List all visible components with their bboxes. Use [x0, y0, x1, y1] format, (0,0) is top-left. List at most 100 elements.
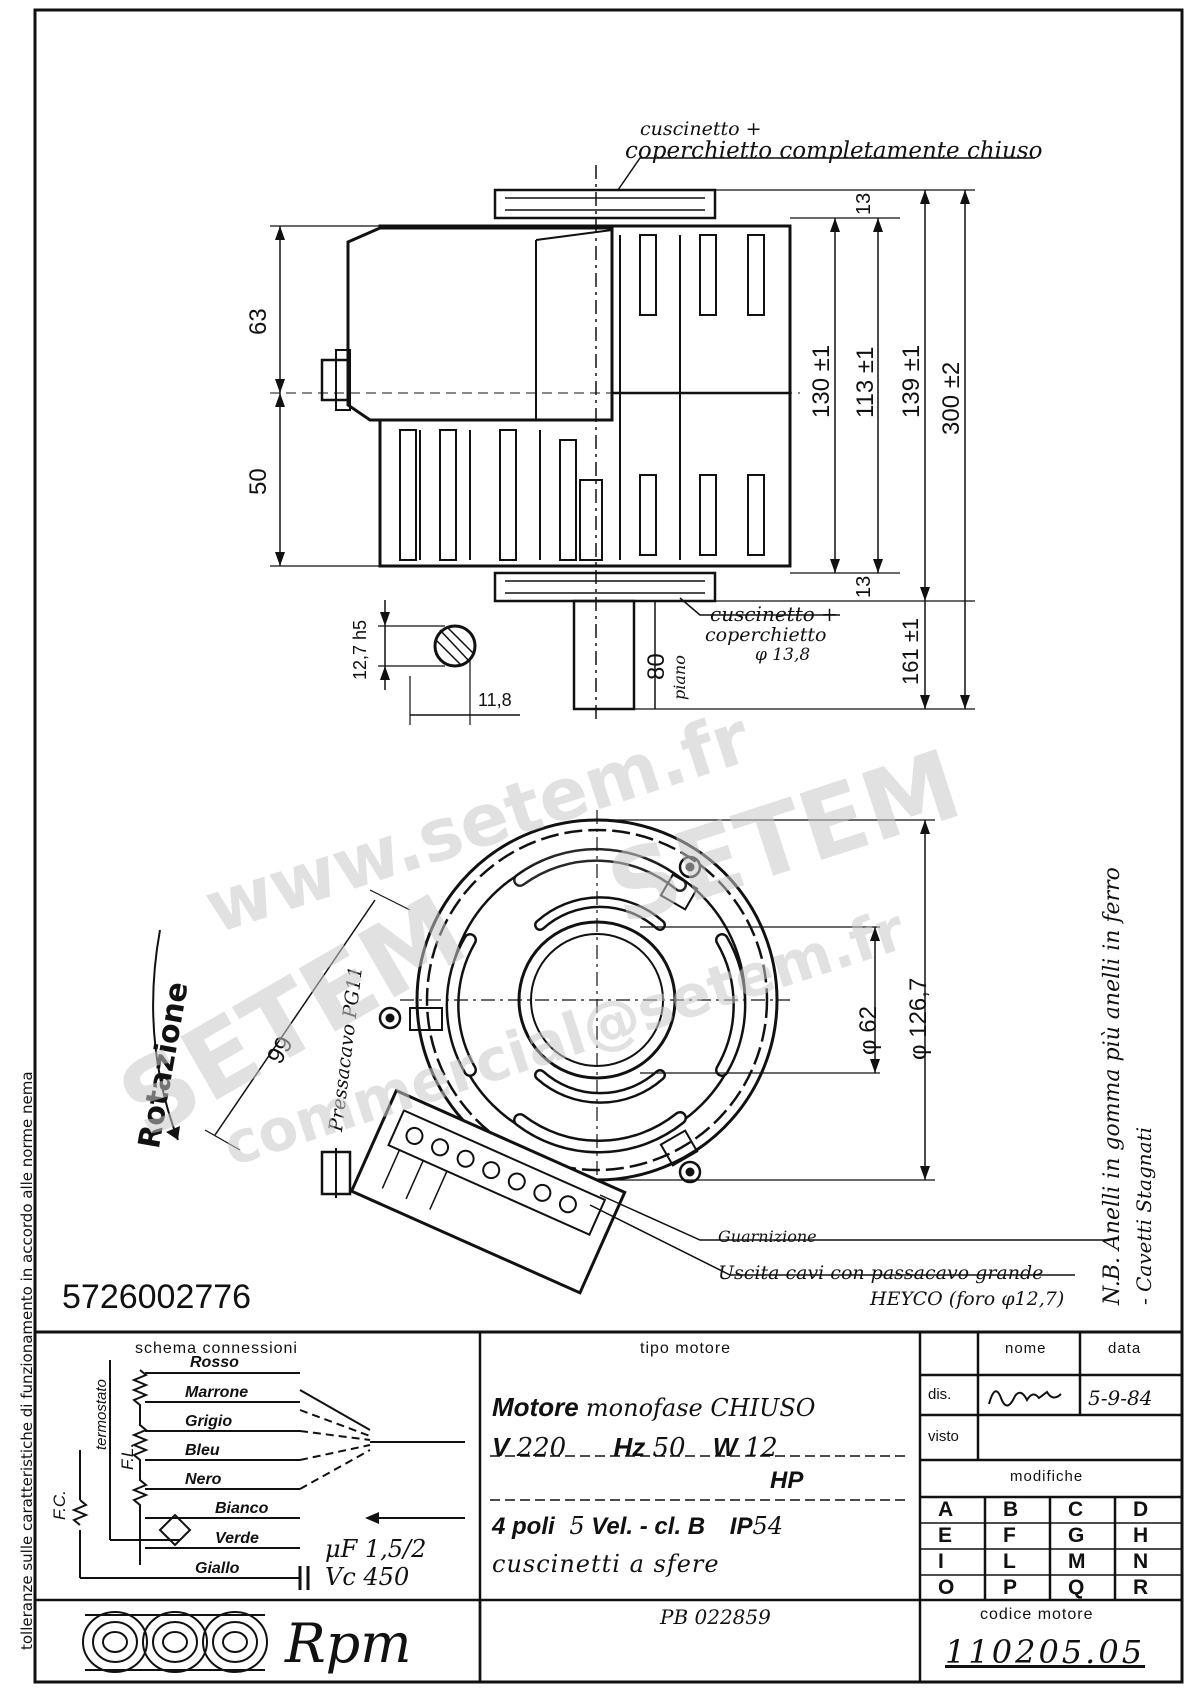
dim-161: 161 ±1 — [898, 617, 923, 685]
motor-code: 110205.05 — [945, 1633, 1146, 1671]
power-label: W — [712, 1432, 738, 1462]
bearing-top-line1: cuscinetto + — [640, 118, 762, 140]
wire-giallo: Giallo — [195, 1560, 240, 1577]
rev-letter: O — [938, 1576, 955, 1599]
note-line2: - Cavetti Stagnati — [1132, 1126, 1156, 1305]
terminal-box-side — [346, 226, 614, 422]
rev-letter: N — [1133, 1550, 1149, 1573]
front-view — [152, 810, 1110, 1295]
dim-130: 130 ±1 — [808, 344, 835, 418]
wire-bleu: Bleu — [185, 1442, 220, 1459]
dim-13-bottom: 13 — [853, 575, 875, 598]
rev-letter: F — [1003, 1524, 1016, 1547]
cable-exit-line2: HEYCO (foro φ12,7) — [870, 1288, 1065, 1310]
rev-letter: R — [1133, 1576, 1149, 1599]
voltage-label: V — [492, 1432, 510, 1462]
frequency-label: Hz — [613, 1432, 646, 1462]
revision-letter-grid: A B C D E F G H I L M N O P Q R — [920, 1497, 1182, 1600]
dim-62: φ 62 — [855, 1006, 882, 1055]
rev-letter: P — [1003, 1576, 1018, 1599]
speeds-value: 5 — [569, 1512, 585, 1540]
poles: 4 poli — [492, 1513, 555, 1540]
dim-113: 113 ±1 — [852, 346, 879, 418]
shaft — [572, 599, 636, 711]
dim-80: 80 — [643, 653, 670, 680]
rev-letter: H — [1133, 1524, 1149, 1547]
ip-value: 54 — [752, 1512, 784, 1540]
code-header: codice motore — [980, 1606, 1094, 1623]
dim-12-7: 12,7 h5 — [350, 619, 370, 680]
wire-grigio: Grigio — [185, 1413, 233, 1430]
motor-poles-line: 4 poli 5 Vel. - cl. B IP54 — [492, 1512, 783, 1541]
bearing-bottom-line2: coperchietto — [705, 624, 827, 646]
fl-label: F.L. — [118, 1442, 137, 1470]
wiring-schematic — [71, 1360, 465, 1590]
bearing-bottom-diameter: φ 13,8 — [755, 645, 811, 665]
motor-description: monofase CHIUSO — [585, 1394, 816, 1422]
dis-date: 5-9-84 — [1088, 1386, 1153, 1410]
cable-exit-line1: Uscita cavi con passacavo grande — [718, 1262, 1044, 1284]
pb-code: PB 022859 — [660, 1605, 771, 1629]
ip-label: IP — [729, 1513, 753, 1540]
termostato-label: termostato — [93, 1379, 110, 1450]
wire-nero: Nero — [185, 1471, 222, 1488]
schema-title: schema connessioni — [135, 1340, 298, 1357]
bearing-bottom-line1: cuscinetto + — [710, 602, 838, 626]
dim-126-7: φ 126,7 — [905, 977, 932, 1060]
part-number: 5726002776 — [62, 1278, 252, 1316]
piano-label: piano — [670, 655, 689, 700]
leader-bottom-bearing — [679, 597, 840, 616]
dim-63: 63 — [245, 308, 272, 335]
wire-verde: Verde — [215, 1530, 259, 1547]
rev-letter: G — [1068, 1524, 1085, 1547]
note-line1: N.B. Anelli in gomma più anelli in ferro — [1100, 867, 1125, 1305]
rev-letter: E — [938, 1524, 953, 1547]
shaft-section — [378, 600, 520, 725]
modifiche-header: modifiche — [1010, 1468, 1084, 1485]
leader-top-bearing — [617, 157, 1035, 191]
dim-13-top: 13 — [853, 192, 875, 215]
title-block-grid — [35, 1332, 1182, 1682]
rev-letter: I — [938, 1550, 944, 1573]
rev-letter: M — [1068, 1550, 1086, 1573]
gasket-label: Guarnizione — [718, 1227, 817, 1246]
bearings-type: cuscinetti a sfere — [492, 1550, 720, 1578]
hp-label: HP — [770, 1467, 804, 1494]
dim-300: 300 ±2 — [938, 361, 965, 435]
dim-50: 50 — [245, 468, 272, 495]
voltage-value: 220 — [516, 1433, 567, 1463]
rev-letter: L — [1003, 1550, 1016, 1573]
rev-letter: C — [1068, 1498, 1084, 1521]
nome-header: nome — [1005, 1340, 1047, 1357]
speeds-label: Vel. - cl. B — [591, 1513, 706, 1540]
wire-bianco: Bianco — [215, 1500, 269, 1517]
side-view — [270, 157, 1035, 720]
rpm-logo-coils — [82, 1611, 268, 1673]
tolerance-note: tolleranze sulle caratteristiche di funz… — [18, 1071, 36, 1650]
bearing-top-line2: coperchietto completamente chiuso — [625, 138, 1043, 164]
dis-label: dis. — [928, 1386, 952, 1403]
wire-marrone: Marrone — [185, 1384, 249, 1401]
rev-letter: A — [938, 1498, 954, 1521]
power-value: 12 — [744, 1433, 778, 1463]
motor-type-header: tipo motore — [640, 1340, 732, 1357]
brand-name: Rpm — [285, 1612, 412, 1675]
sheet-border — [33, 8, 1184, 1684]
dim-139: 139 ±1 — [898, 344, 925, 418]
motor-electrical-line: V 220 Hz 50 W 12 — [492, 1432, 778, 1463]
motor-word: Motore — [492, 1392, 579, 1422]
visto-label: visto — [928, 1428, 959, 1445]
rev-letter: D — [1133, 1498, 1149, 1521]
bottom-pulley — [493, 571, 717, 603]
wire-rosso: Rosso — [190, 1354, 239, 1371]
capacitor-value: μF 1,5/2 — [325, 1535, 427, 1563]
rev-letter: B — [1003, 1498, 1019, 1521]
data-header: data — [1108, 1340, 1142, 1357]
top-pulley — [493, 188, 717, 220]
signature — [988, 1390, 1062, 1407]
terminal-block — [349, 1088, 627, 1295]
dim-11-8: 11,8 — [478, 690, 512, 710]
rev-letter: Q — [1068, 1576, 1085, 1599]
